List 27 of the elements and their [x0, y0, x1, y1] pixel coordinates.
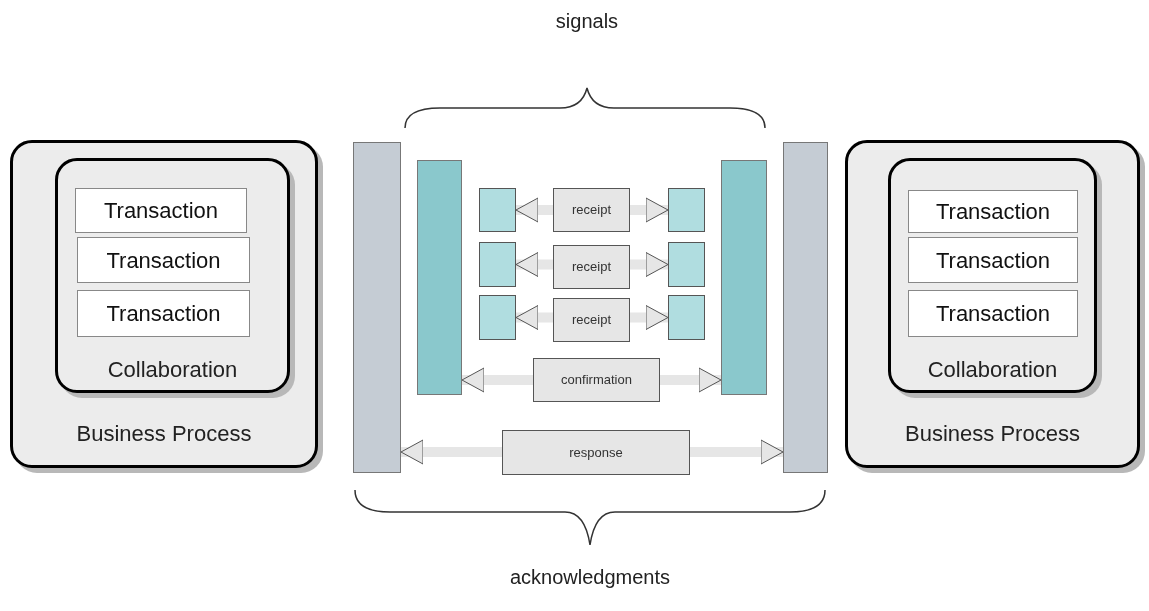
endpoint-box	[479, 188, 516, 232]
transaction-box: Transaction	[77, 237, 250, 283]
transaction-box: Transaction	[75, 188, 247, 233]
system-bar	[353, 142, 401, 473]
edge-label: receipt	[553, 188, 630, 232]
transaction-box: Transaction	[908, 190, 1078, 233]
endpoint-box	[668, 242, 705, 287]
transaction-box: Transaction	[77, 290, 250, 337]
group-label: signals	[554, 9, 620, 34]
box-title: Collaboration	[106, 359, 239, 381]
box-title: Collaboration	[926, 359, 1059, 381]
endpoint-box	[479, 295, 516, 340]
box-title: Business Process	[75, 423, 253, 445]
edge-label: confirmation	[533, 358, 660, 402]
transaction-box: Transaction	[908, 237, 1078, 283]
edge-label: response	[502, 430, 690, 475]
transaction-box: Transaction	[908, 290, 1078, 337]
box-title: Business Process	[904, 423, 1081, 445]
system-bar	[783, 142, 828, 473]
endpoint-box	[479, 242, 516, 287]
endpoint-box	[668, 188, 705, 232]
system-bar	[417, 160, 462, 395]
endpoint-box	[668, 295, 705, 340]
edge-label: receipt	[553, 298, 630, 342]
group-label: acknowledgments	[508, 565, 672, 590]
edge-label: receipt	[553, 245, 630, 289]
system-bar	[721, 160, 767, 395]
